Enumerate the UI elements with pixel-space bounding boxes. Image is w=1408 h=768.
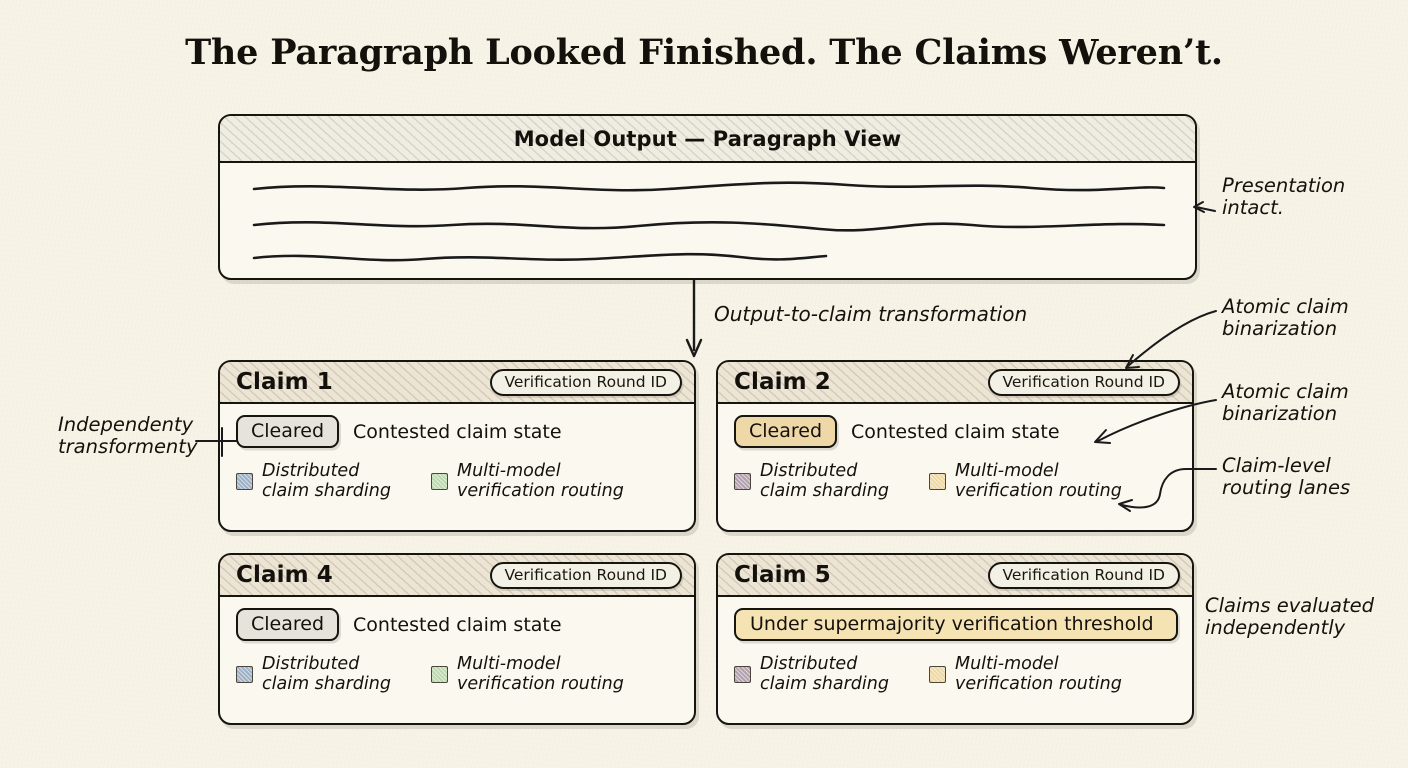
claim-card-1-state-badge[interactable]: Cleared: [236, 415, 340, 448]
lane-swatch-icon: [236, 473, 253, 491]
claim-card-2-state-text: Contested claim state: [851, 420, 1060, 443]
claim-card-2-lanes: Distributed claim sharding Multi-model v…: [734, 461, 1178, 501]
claim-card-4[interactable]: Claim 4 Verification Round ID Cleared Co…: [218, 553, 696, 725]
claim-card-5-lane-right[interactable]: Multi-model verification routing: [928, 654, 1122, 694]
claim-card-1-title: Claim 1: [236, 369, 333, 395]
claim-card-2-header: Claim 2 Verification Round ID: [718, 362, 1192, 404]
lane-swatch-icon: [928, 666, 946, 684]
claim-card-1-body: Cleared Contested claim state Distribute…: [220, 404, 694, 501]
model-output-panel-title: Model Output — Paragraph View: [513, 126, 902, 151]
claim-card-5-lane-right-label: Multi-model verification routing: [954, 654, 1122, 694]
claim-card-2-lane-right-label: Multi-model verification routing: [954, 461, 1122, 501]
claim-card-4-lane-left[interactable]: Distributed claim sharding: [236, 654, 391, 694]
claim-card-4-round-pill[interactable]: Verification Round ID: [489, 561, 682, 589]
claim-card-5-header: Claim 5 Verification Round ID: [718, 555, 1192, 597]
claim-card-4-lanes: Distributed claim sharding Multi-model v…: [236, 654, 680, 694]
claim-card-5-state-badge[interactable]: Under supermajority verification thresho…: [734, 608, 1178, 641]
claim-card-5-state-row: Under supermajority verification thresho…: [734, 608, 1178, 641]
annotation-independenty-transformenty: Independenty transformenty: [58, 413, 198, 459]
claim-card-4-lane-left-label: Distributed claim sharding: [262, 654, 391, 694]
claim-card-5-lanes: Distributed claim sharding Multi-model v…: [734, 654, 1178, 694]
claim-card-4-state-row: Cleared Contested claim state: [236, 608, 680, 641]
lane-swatch-icon: [236, 666, 253, 684]
claim-card-4-header: Claim 4 Verification Round ID: [220, 555, 694, 597]
claim-card-2-round-pill[interactable]: Verification Round ID: [987, 368, 1180, 396]
claim-card-4-body: Cleared Contested claim state Distribute…: [220, 597, 694, 694]
lane-swatch-icon: [430, 666, 448, 684]
claim-card-5-lane-left[interactable]: Distributed claim sharding: [734, 654, 889, 694]
claim-card-1-state-text: Contested claim state: [353, 420, 562, 443]
lane-swatch-icon: [734, 666, 751, 684]
annotation-presentation-intact: Presentation intact.: [1222, 174, 1346, 220]
annotation-atomic-binarization-2: Atomic claim binarization: [1222, 380, 1349, 426]
claim-card-1-lane-right-label: Multi-model verification routing: [456, 461, 624, 501]
model-output-panel: Model Output — Paragraph View: [218, 114, 1197, 280]
flow-arrow: [640, 278, 1100, 368]
model-output-panel-header: Model Output — Paragraph View: [220, 116, 1195, 163]
claim-card-2[interactable]: Claim 2 Verification Round ID Cleared Co…: [716, 360, 1194, 532]
claim-card-1-lane-right[interactable]: Multi-model verification routing: [430, 461, 624, 501]
claim-card-1-lane-left-label: Distributed claim sharding: [262, 461, 391, 501]
annotation-atomic-binarization-1: Atomic claim binarization: [1222, 295, 1349, 341]
flow-arrow-label: Output-to-claim transformation: [714, 302, 1028, 326]
claim-card-1-state-row: Cleared Contested claim state: [236, 415, 680, 448]
lane-swatch-icon: [430, 473, 448, 491]
claim-card-5-lane-left-label: Distributed claim sharding: [760, 654, 889, 694]
page-title: The Paragraph Looked Finished. The Claim…: [185, 32, 1223, 73]
claim-card-2-lane-left-label: Distributed claim sharding: [760, 461, 889, 501]
claim-card-4-state-badge[interactable]: Cleared: [236, 608, 340, 641]
claim-card-4-lane-right[interactable]: Multi-model verification routing: [430, 654, 624, 694]
annotation-claim-level-routing-lanes: Claim-level routing lanes: [1222, 454, 1351, 500]
claim-card-2-body: Cleared Contested claim state Distribute…: [718, 404, 1192, 501]
claim-card-4-title: Claim 4: [236, 562, 333, 588]
claim-card-2-title: Claim 2: [734, 369, 831, 395]
claim-card-5-title: Claim 5: [734, 562, 831, 588]
claim-card-1-lanes: Distributed claim sharding Multi-model v…: [236, 461, 680, 501]
claim-card-1-round-pill[interactable]: Verification Round ID: [489, 368, 682, 396]
claim-card-1[interactable]: Claim 1 Verification Round ID Cleared Co…: [218, 360, 696, 532]
lane-swatch-icon: [734, 473, 751, 491]
claim-card-4-state-text: Contested claim state: [353, 613, 562, 636]
claim-card-2-lane-left[interactable]: Distributed claim sharding: [734, 461, 889, 501]
claim-card-2-state-badge[interactable]: Cleared: [734, 415, 838, 448]
claim-card-1-header: Claim 1 Verification Round ID: [220, 362, 694, 404]
lane-swatch-icon: [928, 473, 946, 491]
claim-card-1-lane-left[interactable]: Distributed claim sharding: [236, 461, 391, 501]
claim-card-2-lane-right[interactable]: Multi-model verification routing: [928, 461, 1122, 501]
claim-card-4-lane-right-label: Multi-model verification routing: [456, 654, 624, 694]
paragraph-squiggle-lines: [220, 163, 1195, 276]
claim-card-2-state-row: Cleared Contested claim state: [734, 415, 1178, 448]
annotation-claims-evaluated-independently: Claims evaluated independently: [1205, 594, 1374, 640]
claim-card-5-body: Under supermajority verification thresho…: [718, 597, 1192, 694]
claim-card-5[interactable]: Claim 5 Verification Round ID Under supe…: [716, 553, 1194, 725]
claim-card-5-round-pill[interactable]: Verification Round ID: [987, 561, 1180, 589]
